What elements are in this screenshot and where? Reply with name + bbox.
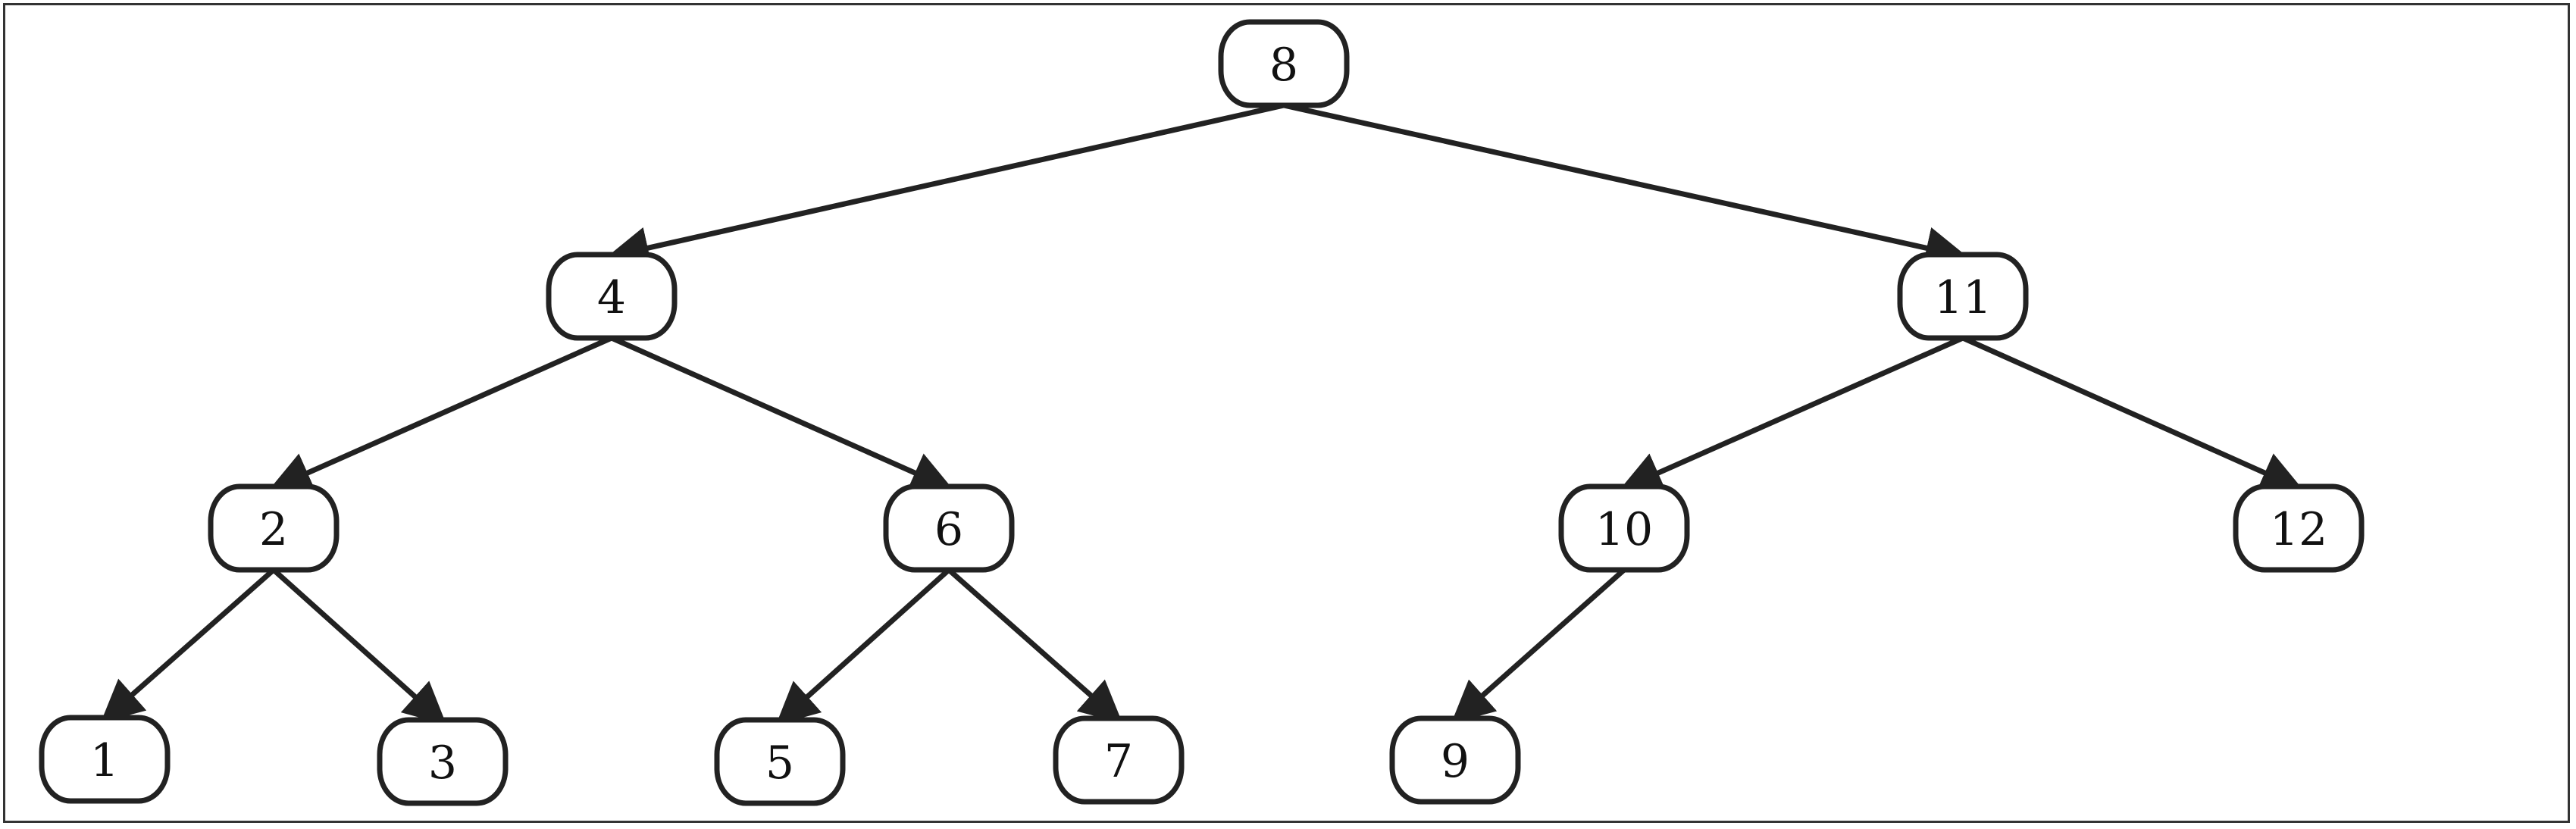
tree-node-12: 12	[2233, 483, 2365, 573]
tree-node-3: 3	[377, 717, 509, 806]
node-label: 9	[1441, 735, 1470, 788]
node-label: 6	[934, 503, 963, 556]
node-label: 10	[1595, 503, 1653, 556]
node-label: 12	[2270, 503, 2327, 556]
tree-nodes: 8 4 11 2 6 10 12 1 3 5 7 9	[39, 19, 2365, 806]
tree-node-2: 2	[208, 483, 340, 573]
node-shape	[1897, 252, 2029, 341]
tree-node-6: 6	[883, 483, 1015, 573]
tree-node-10: 10	[1558, 483, 1690, 573]
edge-n6-n7	[947, 568, 1123, 724]
node-shape	[1053, 715, 1185, 805]
node-shape	[883, 483, 1015, 573]
tree-node-1: 1	[39, 715, 171, 804]
edge-n6-n5	[775, 568, 951, 725]
node-shape	[1558, 483, 1690, 573]
edge-n11-n12	[1961, 335, 2304, 493]
node-shape	[714, 717, 846, 806]
node-label: 4	[597, 271, 626, 324]
node-shape	[39, 715, 171, 804]
node-shape	[377, 717, 509, 806]
edge-n4-n2	[268, 335, 613, 493]
edge-n8-n4	[606, 102, 1285, 269]
diagram-frame	[3, 3, 2570, 823]
tree-edges	[100, 102, 2304, 725]
node-label: 8	[1269, 39, 1298, 92]
edge-n11-n10	[1619, 335, 1964, 493]
tree-node-8: 8	[1218, 19, 1350, 108]
tree-node-7: 7	[1053, 715, 1185, 805]
edge-n2-n3	[271, 568, 447, 725]
edge-n2-n1	[100, 568, 276, 723]
node-shape	[1218, 19, 1350, 108]
tree-node-9: 9	[1389, 715, 1521, 805]
node-label: 2	[259, 503, 288, 556]
node-shape	[1389, 715, 1521, 805]
tree-node-11: 11	[1897, 252, 2029, 341]
tree-node-5: 5	[714, 717, 846, 806]
node-shape	[208, 483, 340, 573]
node-label: 1	[90, 734, 119, 787]
node-label: 5	[765, 737, 794, 790]
edge-n10-n9	[1451, 568, 1626, 724]
edge-n8-n11	[1283, 102, 1968, 269]
node-shape	[2233, 483, 2365, 573]
tree-node-4: 4	[546, 252, 678, 341]
node-shape	[546, 252, 678, 341]
edge-n4-n6	[610, 335, 954, 493]
node-label: 3	[428, 737, 457, 790]
node-label: 7	[1104, 735, 1133, 788]
node-label: 11	[1934, 271, 1992, 324]
